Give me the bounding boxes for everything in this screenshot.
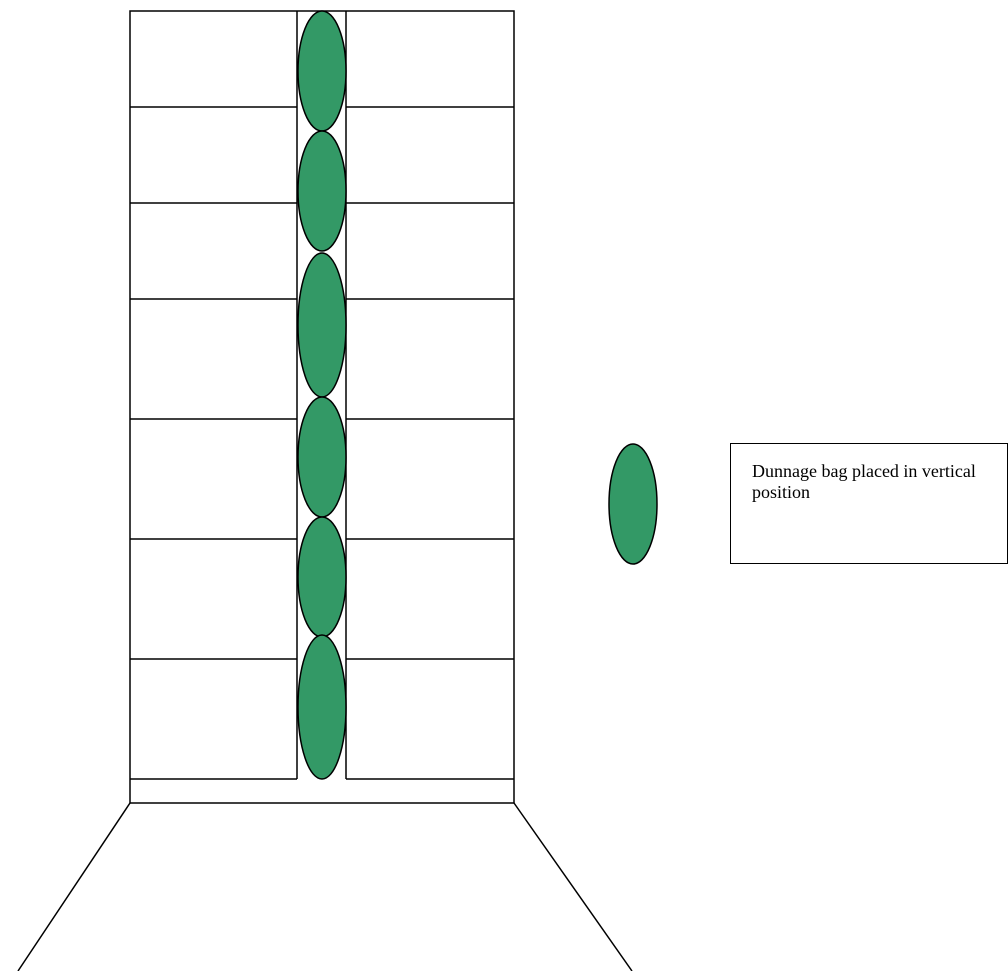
dunnage-bag xyxy=(297,634,347,780)
dunnage-bag xyxy=(297,252,347,398)
dunnage-bag xyxy=(297,396,347,518)
dunnage-bags-column xyxy=(297,10,347,780)
legend-label: Dunnage bag placed in vertical position xyxy=(752,461,976,502)
right-carton-stack xyxy=(346,106,514,660)
legend-box: Dunnage bag placed in vertical position xyxy=(730,443,1008,564)
door-perspective-left xyxy=(17,802,131,971)
dunnage-bag xyxy=(297,130,347,252)
dunnage-bag xyxy=(297,516,347,638)
legend-dunnage-bag-icon xyxy=(608,443,658,565)
left-carton-stack xyxy=(130,106,297,660)
door-perspective-right xyxy=(513,802,633,971)
dunnage-bag xyxy=(297,10,347,132)
